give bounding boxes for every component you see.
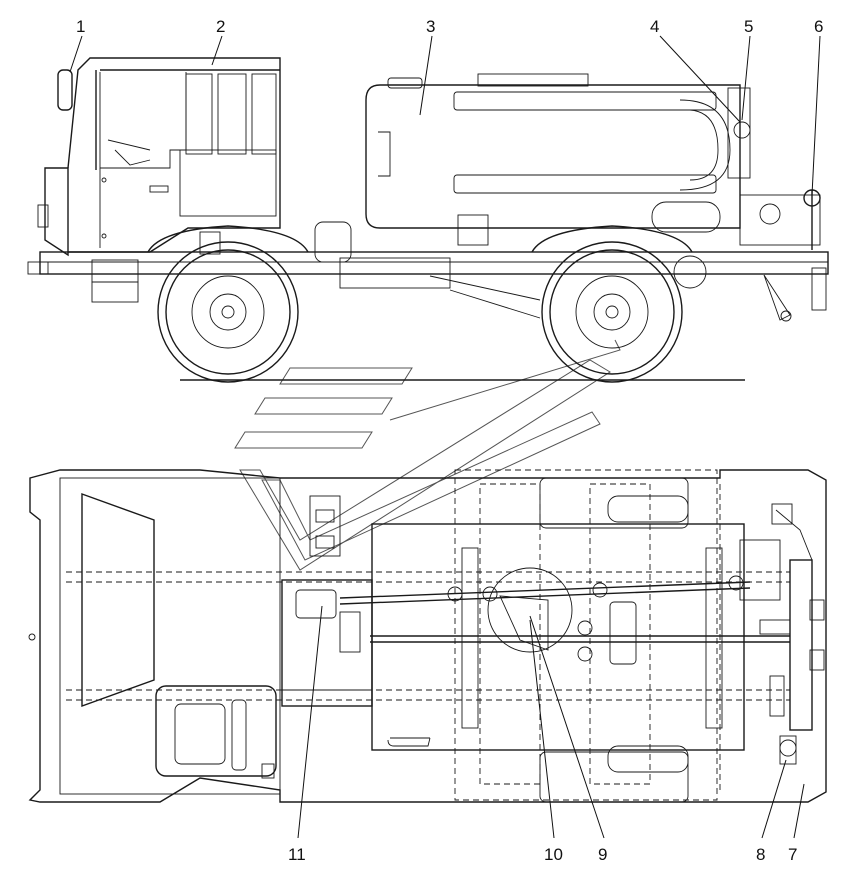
- callout-leaders: [69, 35, 821, 839]
- callout-5: 5: [744, 17, 753, 36]
- rear-fender: [531, 225, 693, 253]
- rear-wheel-side: [541, 241, 683, 383]
- callout-7: 7: [788, 845, 797, 864]
- callout-11: 11: [288, 845, 306, 864]
- callout-6: 6: [814, 17, 823, 36]
- turntable: [487, 567, 573, 653]
- callout-3: 3: [426, 17, 435, 36]
- callout-4: 4: [650, 17, 659, 36]
- callout-labels: 1 2 3 4 5 6 7 8 9 10 11: [76, 17, 823, 864]
- callout-10: 10: [544, 845, 563, 864]
- rear-manifold: [739, 503, 825, 765]
- cab-floor: [81, 493, 155, 707]
- callout-1: 1: [76, 17, 85, 36]
- driveshaft: [339, 575, 790, 643]
- watermark-logo: [234, 339, 621, 571]
- callout-8: 8: [756, 845, 765, 864]
- front-fender: [147, 225, 309, 253]
- callout-2: 2: [216, 17, 225, 36]
- top-view: [28, 469, 827, 803]
- pump-compartment: [281, 495, 373, 707]
- frame-side: [27, 189, 829, 322]
- cab-side: [37, 57, 281, 257]
- side-view: [27, 57, 829, 383]
- tank-side: [365, 73, 751, 246]
- callout-9: 9: [598, 845, 607, 864]
- front-wheel-side: [157, 241, 299, 383]
- tank-top: [371, 523, 745, 751]
